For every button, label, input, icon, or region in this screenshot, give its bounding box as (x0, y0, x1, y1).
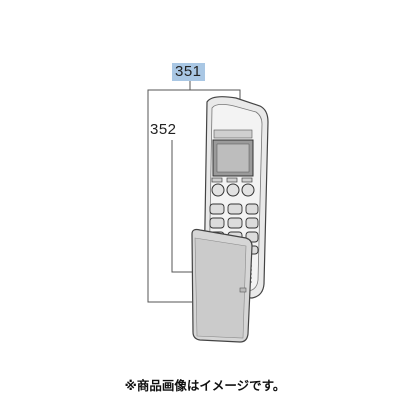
part-number-351: 351 (172, 63, 205, 81)
leader-351-left (147, 80, 192, 303)
brand-logo (213, 129, 253, 139)
image-caption: ※商品画像はイメージです。 (124, 378, 286, 393)
part-number-352: 352 (150, 121, 177, 138)
top-buttons (211, 177, 253, 183)
round-buttons (211, 183, 255, 197)
remote-cover (191, 228, 253, 343)
leader-352 (171, 140, 198, 273)
